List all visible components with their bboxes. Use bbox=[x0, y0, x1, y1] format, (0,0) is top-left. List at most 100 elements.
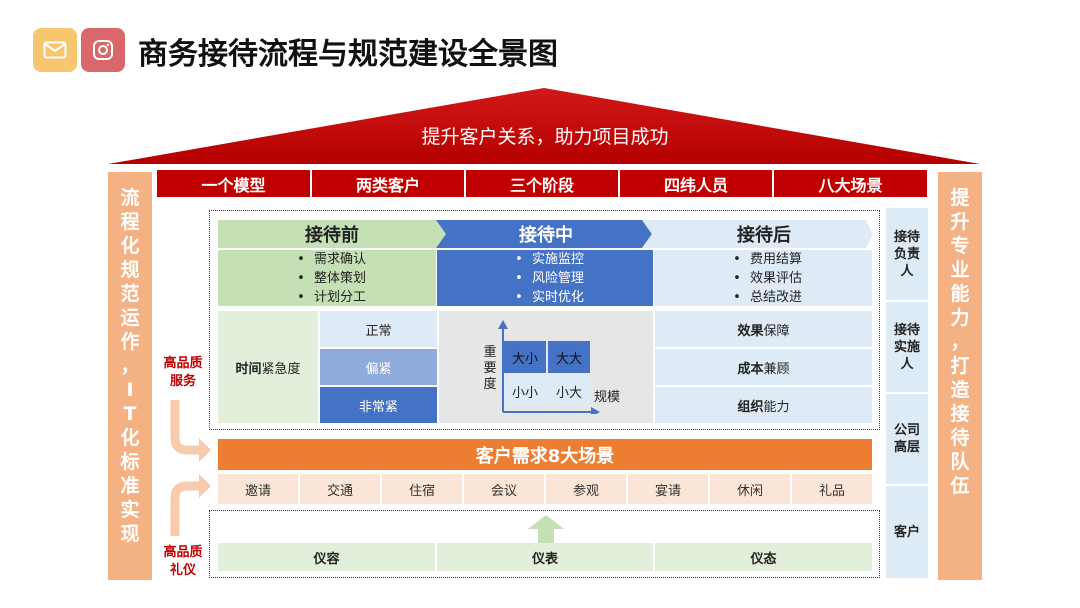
mail-icon-glyph bbox=[43, 41, 67, 59]
scene-transport[interactable]: 交通 bbox=[300, 474, 380, 504]
left-pillar-char: 准 bbox=[120, 475, 140, 497]
urgency-very-tight[interactable]: 非常紧 bbox=[320, 387, 437, 423]
role-lines: 接待 实施 人 bbox=[894, 322, 920, 373]
right-pillar-char: 专 bbox=[950, 235, 970, 257]
scene-invite[interactable]: 邀请 bbox=[218, 474, 298, 504]
role-line: 接待 bbox=[893, 322, 920, 338]
urgency-normal[interactable]: 正常 bbox=[320, 311, 437, 347]
matrix-cell-big-small[interactable]: 大小 bbox=[504, 341, 546, 373]
after-row-org[interactable]: 组织能力 bbox=[655, 387, 872, 423]
right-pillar: 提升专业能力，打造接待队伍 bbox=[938, 172, 982, 580]
after-row-cost[interactable]: 成本兼顾 bbox=[655, 349, 872, 385]
list-item: 实时优化 bbox=[506, 288, 584, 307]
role-lines: 公司 高层 bbox=[894, 422, 920, 456]
label-quality-etiquette: 高品质 礼仪 bbox=[160, 544, 206, 580]
list-item: 费用结算 bbox=[724, 250, 802, 269]
role-line: 客户 bbox=[893, 524, 920, 540]
role-reception-executor[interactable]: 接待 实施 人 bbox=[886, 302, 928, 392]
matrix-y-label: 重 要 度 bbox=[482, 345, 498, 393]
role-line: 人 bbox=[900, 263, 914, 279]
scene-lodging[interactable]: 住宿 bbox=[382, 474, 462, 504]
left-pillar-char: T bbox=[123, 403, 137, 425]
label-line: 礼仪 bbox=[169, 563, 196, 578]
urgency-tight[interactable]: 偏紧 bbox=[320, 349, 437, 385]
phase-after-title[interactable]: 接待后 bbox=[737, 225, 791, 246]
after-row-rest: 保障 bbox=[763, 323, 790, 339]
role-reception-lead[interactable]: 接待 负责 人 bbox=[886, 208, 928, 300]
phase-during-title[interactable]: 接待中 bbox=[519, 225, 573, 246]
tab-stages[interactable]: 三个阶段 bbox=[466, 170, 618, 197]
matrix-cell-big-big[interactable]: 大大 bbox=[548, 341, 590, 373]
phase-during-list: 实施监控 风险管理 实时优化 bbox=[506, 250, 584, 307]
role-customer[interactable]: 客户 bbox=[886, 486, 928, 578]
left-pillar-char: 化 bbox=[120, 235, 140, 257]
phase-arrows bbox=[218, 220, 873, 248]
left-pillar-char: 范 bbox=[120, 283, 140, 305]
right-pillar-char: 队 bbox=[950, 451, 970, 473]
role-line: 公司 bbox=[893, 423, 920, 438]
list-item: 效果评估 bbox=[724, 269, 802, 288]
left-pillar-char: 化 bbox=[120, 427, 140, 449]
phase-before-list: 需求确认 整体策划 计划分工 bbox=[288, 250, 366, 307]
right-pillar-char: 力 bbox=[950, 307, 970, 329]
tab-model[interactable]: 一个模型 bbox=[157, 170, 310, 197]
scene-banquet[interactable]: 宴请 bbox=[628, 474, 708, 504]
left-pillar-char: ， bbox=[120, 355, 140, 377]
etiquette-attire[interactable]: 仪表 bbox=[437, 543, 653, 571]
tab-customers[interactable]: 两类客户 bbox=[312, 170, 464, 197]
phase-after-box: 费用结算 效果评估 总结改进 bbox=[654, 250, 872, 306]
scene-gift[interactable]: 礼品 bbox=[792, 474, 872, 504]
scene-leisure[interactable]: 休闲 bbox=[710, 474, 790, 504]
matrix-x-label: 规模 bbox=[594, 390, 621, 405]
left-pillar-char: 运 bbox=[120, 307, 140, 329]
role-lines: 客户 bbox=[894, 524, 920, 541]
scene-meeting[interactable]: 会议 bbox=[464, 474, 544, 504]
list-item: 需求确认 bbox=[288, 250, 366, 269]
right-pillar-char: 接 bbox=[950, 403, 970, 425]
left-pillar-char: I bbox=[126, 379, 134, 401]
label-line: 高品质 bbox=[163, 545, 203, 560]
camera-icon[interactable] bbox=[81, 28, 125, 72]
right-pillar-char: 提 bbox=[950, 187, 970, 209]
mail-icon[interactable] bbox=[33, 28, 77, 72]
scene-visit[interactable]: 参观 bbox=[546, 474, 626, 504]
after-row-rest: 能力 bbox=[763, 399, 790, 415]
right-pillar-char: 业 bbox=[950, 259, 970, 281]
matrix-panel bbox=[439, 311, 653, 423]
page-title: 商务接待流程与规范建设全景图 bbox=[138, 37, 558, 72]
right-pillar-char: 伍 bbox=[950, 475, 970, 497]
after-row-bold: 效果 bbox=[737, 323, 764, 339]
etiquette-frame bbox=[209, 510, 880, 578]
left-pillar-char: 现 bbox=[120, 523, 140, 545]
label-line: 高品质 bbox=[163, 356, 203, 371]
scenes-title: 客户需求8大场景 bbox=[218, 439, 872, 470]
tab-personnel[interactable]: 四纬人员 bbox=[620, 170, 772, 197]
right-pillar-char: 待 bbox=[950, 427, 970, 449]
role-line: 接待 bbox=[893, 229, 920, 245]
phase-before-title[interactable]: 接待前 bbox=[305, 225, 359, 246]
after-row-bold: 组织 bbox=[737, 399, 764, 415]
etiquette-appearance[interactable]: 仪容 bbox=[218, 543, 435, 571]
left-pillar-char: 流 bbox=[120, 187, 140, 209]
matrix-cell-small-big[interactable]: 小大 bbox=[548, 375, 590, 407]
role-line: 人 bbox=[900, 356, 914, 372]
list-item: 总结改进 bbox=[724, 288, 802, 307]
curved-arrows bbox=[170, 400, 211, 536]
label-quality-service: 高品质 服务 bbox=[160, 355, 206, 391]
right-pillar-char: 打 bbox=[950, 355, 970, 377]
label-line: 服务 bbox=[169, 374, 196, 389]
right-pillar-char: ， bbox=[950, 331, 970, 353]
left-pillar-char: 标 bbox=[120, 451, 140, 473]
tab-scenes[interactable]: 八大场景 bbox=[774, 170, 927, 197]
etiquette-manner[interactable]: 仪态 bbox=[655, 543, 872, 571]
phase-after-list: 费用结算 效果评估 总结改进 bbox=[724, 250, 802, 307]
phase-during-box: 实施监控 风险管理 实时优化 bbox=[437, 250, 653, 306]
after-row-effect[interactable]: 效果保障 bbox=[655, 311, 872, 347]
matrix-cell-small-small[interactable]: 小小 bbox=[504, 375, 546, 407]
after-row-rest: 兼顾 bbox=[763, 361, 790, 377]
role-executives[interactable]: 公司 高层 bbox=[886, 394, 928, 484]
roof-slogan: 提升客户关系，助力项目成功 bbox=[421, 125, 669, 148]
urgency-label-main: 时间 bbox=[235, 361, 262, 377]
urgency-label: 时间紧急度 bbox=[218, 311, 318, 423]
